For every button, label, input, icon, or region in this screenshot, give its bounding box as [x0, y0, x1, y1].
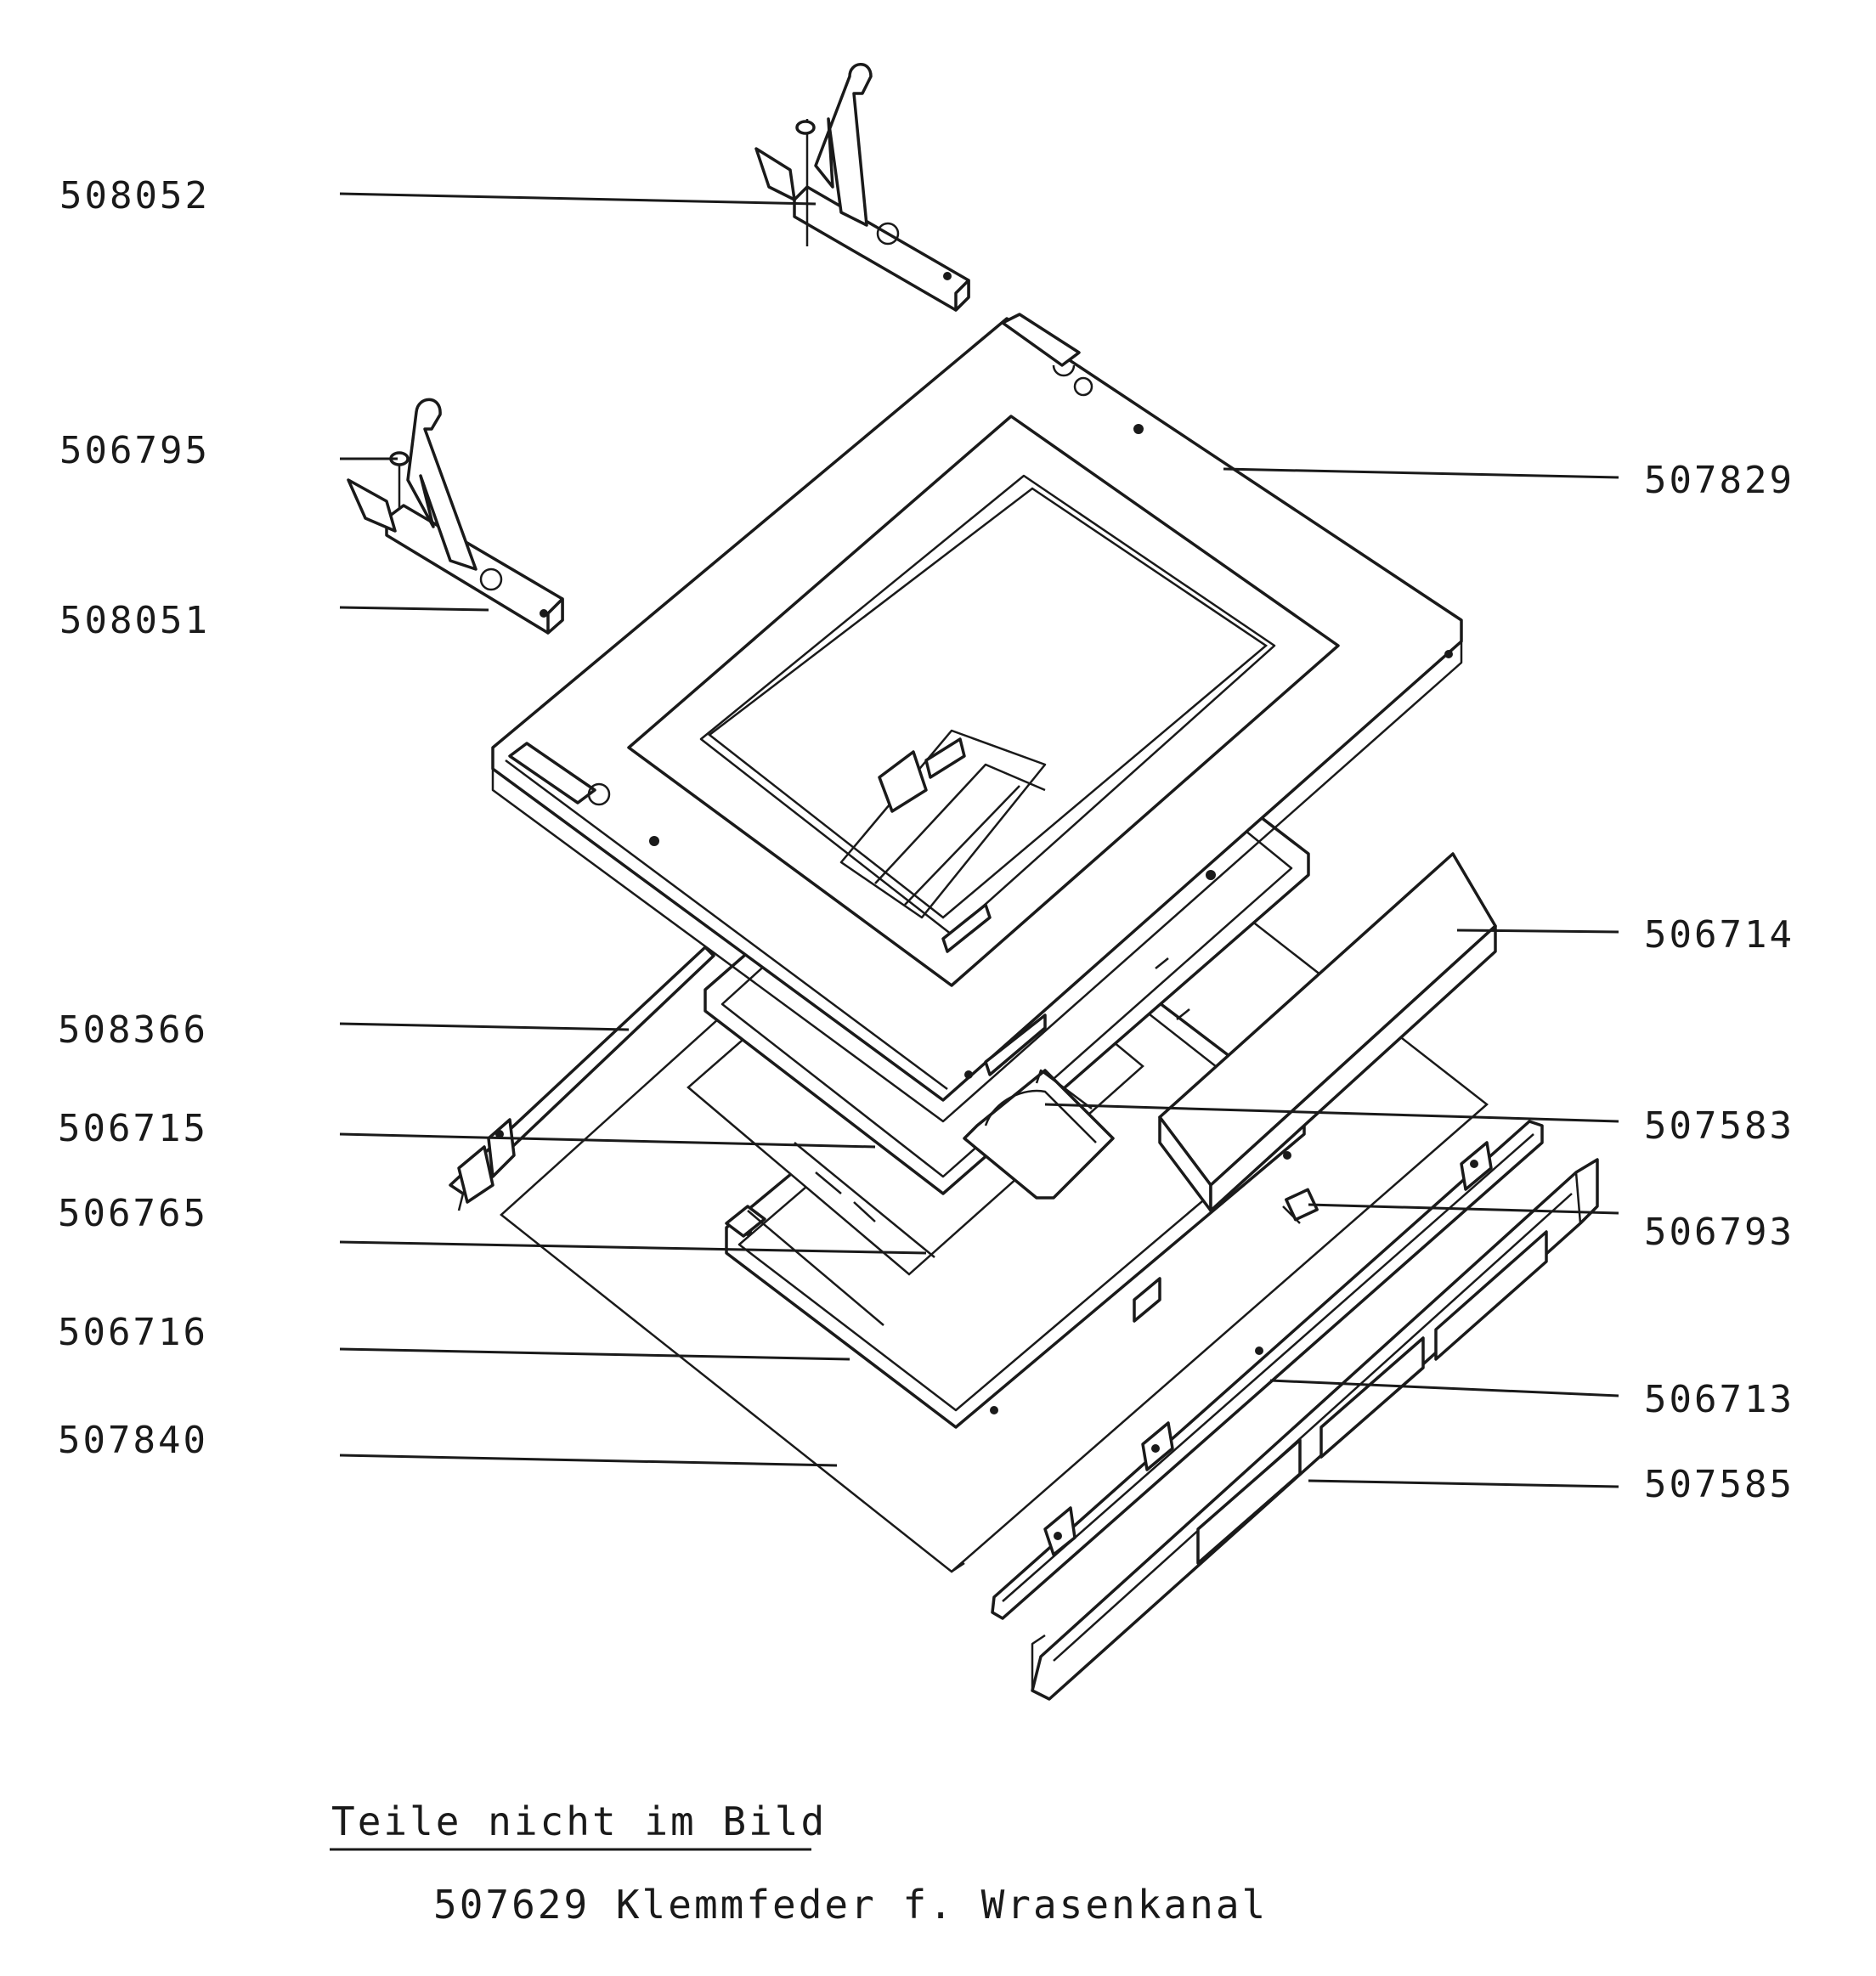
- part-label-506793: 506793: [1644, 1211, 1794, 1254]
- part-label-508051: 508051: [59, 599, 210, 642]
- hinge-right: [754, 63, 970, 312]
- part-label-506716: 506716: [58, 1311, 208, 1354]
- leader-lines: [339, 192, 1619, 1488]
- hinge-left: [347, 398, 564, 635]
- handle-rail-profile: [991, 1120, 1544, 1620]
- footer-item: 507629 Klemmfeder f. Wrasenkanal: [433, 1882, 1268, 1928]
- parts-not-shown-note: Teile nicht im Bild 507629 Klemmfeder f.…: [330, 1798, 1268, 1928]
- part-label-508366: 508366: [58, 1008, 208, 1052]
- part-labels: 508052 506795 508051 507829 506714 50836…: [58, 174, 1794, 1506]
- part-label-506715: 506715: [58, 1107, 208, 1150]
- vapour-channel: [963, 1069, 1115, 1200]
- part-label-506765: 506765: [58, 1192, 208, 1235]
- part-label-508052: 508052: [59, 174, 210, 217]
- part-label-507829: 507829: [1644, 459, 1794, 502]
- footer-heading: Teile nicht im Bild: [331, 1798, 827, 1844]
- part-label-506795: 506795: [59, 429, 210, 472]
- bottom-trim-strip: [1031, 1158, 1599, 1701]
- small-clip: [1282, 1188, 1319, 1224]
- part-label-507585: 507585: [1644, 1463, 1794, 1506]
- left-side-trim: [449, 946, 715, 1211]
- part-label-507840: 507840: [58, 1419, 208, 1462]
- spacer-block: [1158, 852, 1497, 1212]
- part-label-507583: 507583: [1644, 1104, 1794, 1148]
- part-label-506713: 506713: [1644, 1378, 1794, 1421]
- part-label-506714: 506714: [1644, 913, 1794, 957]
- door-front-panel: [491, 313, 1463, 1123]
